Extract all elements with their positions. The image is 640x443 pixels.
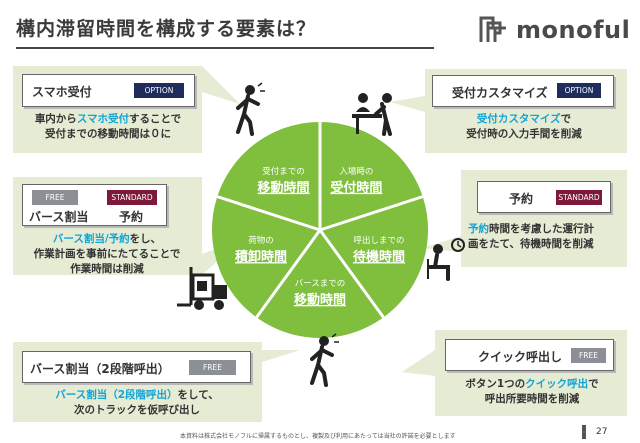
- desc-text: で: [560, 113, 572, 125]
- wheel-segment-title: 積卸時間: [234, 249, 287, 265]
- card-smaho: スマホ受付 OPTION: [22, 74, 195, 107]
- reception-desk-icon: [352, 93, 392, 136]
- desc-highlight: 予約: [468, 223, 489, 235]
- desc-text: ボタン1つの: [465, 378, 526, 390]
- card-berth-reserve-desc: バース割当/予約をし、 作業計画を事前にたてることで 作業時間は削減: [14, 232, 200, 277]
- page-number-bar: [582, 425, 586, 439]
- card-customize: 受付カスタマイズ OPTION: [432, 75, 614, 107]
- wheel-segment-caption: 受付までの: [262, 166, 305, 177]
- wheel-segment-caption: 荷物の: [248, 235, 274, 246]
- desc-text: で: [588, 378, 599, 390]
- desc-text: 受付時の入力手間を削減: [466, 128, 582, 140]
- card-reserve-desc: 予約時間を考慮した運行計 画をたて、待機時間を削減: [468, 222, 624, 252]
- card-berth-reserve: FREE STANDARD バース割当 予約: [22, 184, 167, 226]
- free-badge: FREE: [571, 348, 606, 363]
- desc-highlight: バース割当（2段階呼出）: [55, 389, 178, 401]
- desc-highlight: クイック呼出: [525, 378, 589, 390]
- wheel-segment-title: 待機時間: [352, 249, 405, 265]
- card-customize-label: 受付カスタマイズ: [452, 86, 548, 100]
- wheel-segment-caption: バースまでの: [295, 279, 346, 289]
- card-berth2: バース割当（2段階呼出） FREE: [22, 351, 251, 383]
- wheel-segment-caption: 呼出しまでの: [353, 235, 404, 246]
- standard-badge: STANDARD: [107, 190, 157, 205]
- card-smaho-label: スマホ受付: [32, 85, 92, 99]
- card-quick-desc: ボタン1つのクイック呼出で 呼出所要時間を削減: [440, 377, 624, 407]
- desc-text: 時間を考慮した運行計: [489, 223, 594, 235]
- wheel-divider: [318, 229, 385, 319]
- reserve-label: 予約: [119, 210, 144, 224]
- desc-text: 作業時間は削減: [70, 263, 144, 275]
- free-badge: FREE: [32, 190, 78, 205]
- time-component-wheel: 受付までの移動時間入場時の受付時間呼出しまでの待機時間バースまでの移動時間荷物の…: [212, 122, 428, 338]
- desc-highlight: 受付カスタマイズ: [476, 113, 561, 125]
- wheel-divider: [255, 229, 322, 319]
- free-badge: FREE: [189, 360, 236, 375]
- card-berth2-desc: バース割当（2段階呼出）をして、 次のトラックを仮呼び出し: [30, 388, 244, 418]
- option-badge: OPTION: [557, 83, 601, 98]
- standard-badge: STANDARD: [556, 190, 602, 205]
- page-title: 構内滞留時間を構成する要素は？: [16, 18, 317, 40]
- wheel-divider: [216, 195, 321, 232]
- monoful-logo-icon: [479, 16, 506, 42]
- wheel-segment-title: 移動時間: [294, 292, 346, 308]
- card-quick: クイック呼出し FREE: [445, 339, 614, 371]
- card-berth2-label: バース割当（2段階呼出）: [30, 362, 170, 376]
- option-badge: OPTION: [134, 83, 184, 98]
- desc-highlight: バース割当/予約: [52, 233, 130, 245]
- seated-waiting-person-icon: [427, 238, 465, 281]
- desc-text: 画をたて、待機時間を削減: [468, 238, 594, 250]
- desc-highlight: スマホ受付: [76, 113, 129, 125]
- wheel-segment-title: 移動時間: [258, 180, 310, 196]
- card-smaho-desc: 車内からスマホ受付することで 受付までの移動時間は０に: [20, 112, 196, 142]
- berth-label: バース割当: [29, 210, 89, 224]
- monoful-logo: monoful: [478, 12, 630, 48]
- page-number: 27: [596, 427, 608, 437]
- title-underline: [16, 47, 434, 49]
- card-reserve: 予約 STANDARD: [477, 181, 611, 213]
- desc-text: 作業計画を事前にたてることで: [33, 248, 181, 260]
- card-quick-label: クイック呼出し: [478, 350, 563, 364]
- wheel-divider: [319, 195, 424, 232]
- card-reserve-label: 予約: [509, 192, 534, 206]
- desc-text: することで: [129, 113, 182, 125]
- desc-text: 呼出所要時間を削減: [484, 393, 580, 405]
- forklift-icon: [177, 267, 227, 310]
- wheel-segment-caption: 入場時の: [339, 166, 373, 177]
- card-customize-desc: 受付カスタマイズで 受付時の入力手間を削減: [432, 112, 616, 142]
- desc-text: 次のトラックを仮呼び出し: [74, 404, 200, 416]
- logo-text: monoful: [516, 16, 631, 44]
- desc-text: をし、: [129, 233, 162, 245]
- desc-text: をして、: [177, 389, 219, 401]
- desc-text: 受付までの移動時間は０に: [45, 128, 171, 140]
- walking-person-icon: [310, 333, 339, 387]
- desc-text: 車内から: [34, 113, 77, 125]
- walking-person-icon: [236, 82, 265, 136]
- footer-copyright-note: 本資料は株式会社モノフルに帰属するものとし、複製及び利用にあたっては当社の許諾を…: [180, 433, 456, 440]
- wheel-segment-title: 受付時間: [330, 180, 382, 196]
